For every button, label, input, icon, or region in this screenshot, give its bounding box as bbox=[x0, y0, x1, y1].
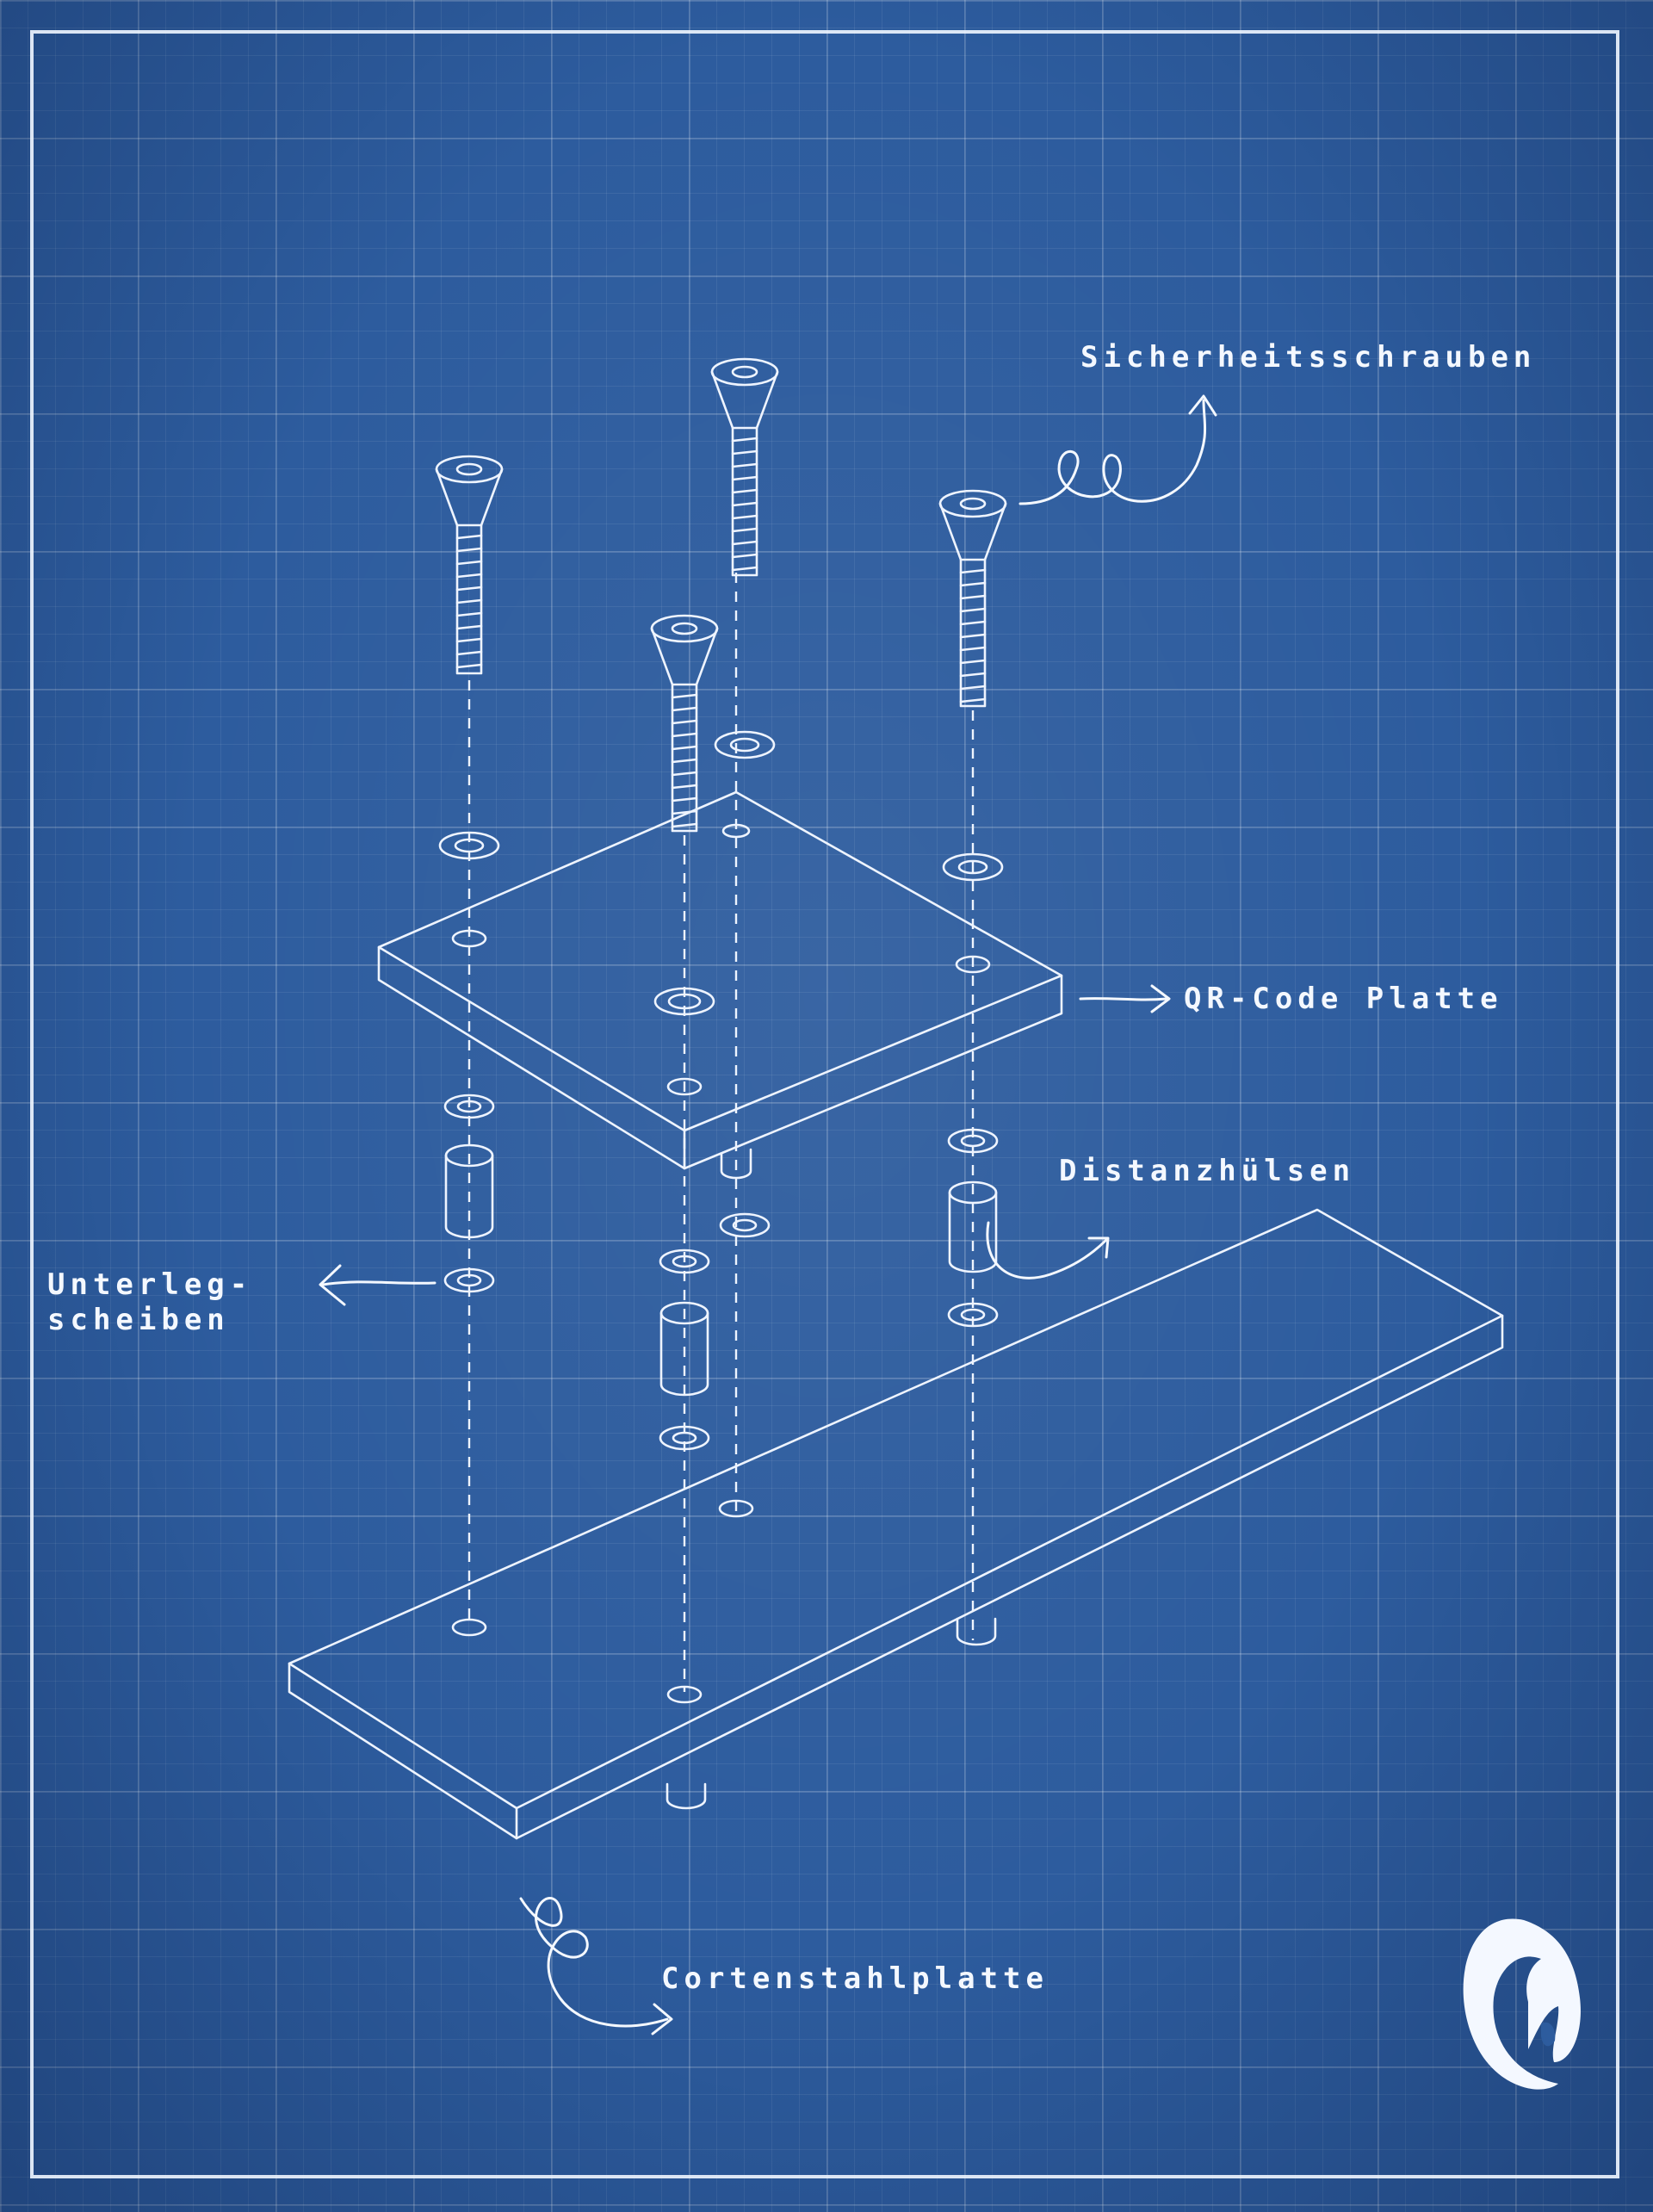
label-qr-plate: QR-Code Platte bbox=[1184, 982, 1503, 1016]
screw-back bbox=[710, 357, 779, 577]
spacer-center bbox=[659, 1301, 709, 1397]
spacer-right bbox=[948, 1180, 998, 1273]
washers bbox=[438, 730, 1004, 1451]
qr-washer-center bbox=[653, 987, 715, 1016]
annotation-arrows bbox=[319, 394, 1217, 2035]
label-washers-line2: scheiben bbox=[47, 1302, 230, 1337]
base-hole-left bbox=[451, 1618, 487, 1637]
label-screws: Sicherheitsschrauben bbox=[1080, 340, 1537, 375]
screw-right bbox=[938, 489, 1007, 708]
washer-right-lower bbox=[947, 1302, 999, 1328]
base-hole-back bbox=[718, 1499, 754, 1518]
washer-left-upper bbox=[443, 1094, 495, 1119]
base-plate-arrow bbox=[519, 1896, 669, 2028]
washer-top-left bbox=[438, 831, 500, 860]
qr-plate bbox=[377, 790, 1063, 1180]
washer-top-back bbox=[714, 730, 776, 759]
label-washers-line1: Unterleg- bbox=[47, 1267, 253, 1302]
washer-right-upper bbox=[947, 1128, 999, 1154]
screws-arrow bbox=[1018, 399, 1207, 505]
qr-plate-arrow bbox=[1079, 997, 1168, 1001]
base-stud-bottom bbox=[666, 1782, 707, 1810]
washer-top-right bbox=[942, 852, 1004, 882]
cm-logo-icon bbox=[1463, 1918, 1581, 2090]
qr-hole-back bbox=[721, 823, 751, 839]
washer-left-lower bbox=[443, 1267, 495, 1293]
washers-arrow bbox=[321, 1280, 436, 1286]
label-washers: Unterleg- scheiben bbox=[47, 1267, 252, 1338]
qr-stud-under bbox=[720, 1148, 752, 1180]
screw-center bbox=[650, 614, 719, 833]
assembly-axes bbox=[467, 573, 975, 1692]
drawing-frame bbox=[30, 30, 1619, 2178]
label-base-plate: Cortenstahlplatte bbox=[661, 1961, 1049, 1996]
spacers-arrow bbox=[986, 1221, 1108, 1279]
base-stud-right bbox=[956, 1617, 997, 1646]
base-hole-center bbox=[666, 1685, 703, 1704]
washer-back-upper bbox=[719, 1212, 771, 1238]
spacers bbox=[444, 1143, 998, 1397]
base-plate bbox=[288, 1208, 1504, 1840]
qr-hole-right bbox=[955, 955, 991, 974]
screw-left bbox=[435, 455, 504, 675]
screws bbox=[435, 357, 1007, 833]
label-spacers: Distanzhülsen bbox=[1059, 1154, 1356, 1188]
spacer-left bbox=[444, 1143, 494, 1239]
washer-center-upper bbox=[659, 1249, 710, 1274]
qr-hole-center bbox=[666, 1077, 703, 1096]
qr-hole-left bbox=[451, 929, 487, 948]
washer-center-lower bbox=[659, 1425, 710, 1451]
